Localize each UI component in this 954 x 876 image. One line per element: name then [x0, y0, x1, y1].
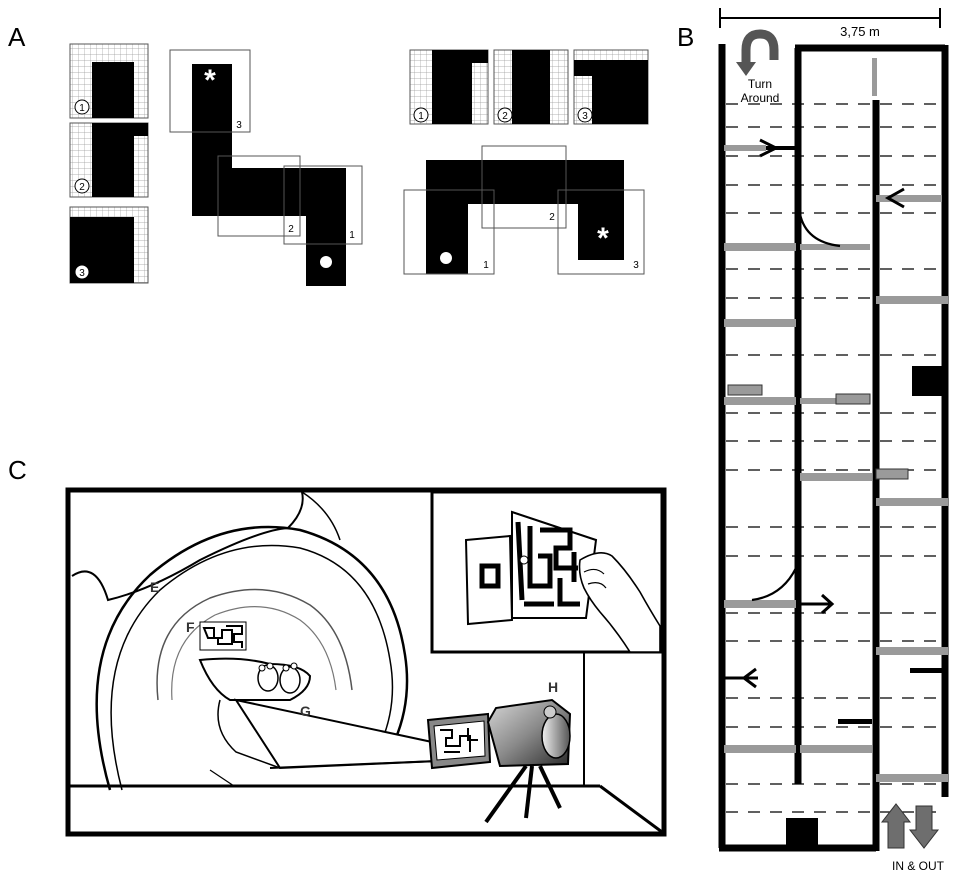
- label-f: F: [186, 619, 195, 635]
- turn-label-line1: Turn: [748, 77, 772, 91]
- floor-dashes: [726, 104, 946, 812]
- inset-hand-maze: [432, 492, 662, 652]
- tile-right-3: 3: [574, 50, 648, 124]
- video-camera: [486, 700, 570, 822]
- tile-left-2: 2: [70, 123, 148, 197]
- tile-number: 2: [549, 212, 555, 223]
- start-marker: *: [204, 64, 216, 97]
- tile-right-2: 2: [494, 50, 568, 124]
- tile-number: 2: [502, 111, 508, 122]
- tile-number: 1: [483, 260, 489, 271]
- tile-left-3: 3: [70, 207, 148, 283]
- tile-number: 1: [418, 111, 424, 122]
- in-out-icon: IN & OUT: [882, 804, 945, 873]
- panel-c-scanner-scene: E F G H: [68, 490, 664, 834]
- panel-b-corridor: 3,75 m: [719, 8, 948, 873]
- turn-label-line2: Around: [741, 91, 780, 105]
- tile-number: 3: [582, 111, 588, 122]
- gray-barriers: [724, 58, 948, 782]
- width-label: 3,75 m: [840, 24, 880, 39]
- assembled-path-left: * 3 2 1: [170, 50, 362, 286]
- tile-number: 1: [349, 230, 355, 241]
- tile-number: 3: [79, 268, 85, 279]
- tile-left-1: 1: [70, 44, 148, 118]
- turn-around-icon: Turn Around: [736, 34, 779, 105]
- tile-number: 1: [79, 103, 85, 114]
- label-g: G: [300, 703, 311, 719]
- label-e: E: [150, 579, 159, 595]
- tile-number: 3: [236, 120, 242, 131]
- up-arrow-icon: [882, 804, 910, 848]
- corridor-walls: [719, 44, 945, 851]
- assembled-path-right: * 1 2 3: [404, 146, 644, 274]
- start-marker: *: [597, 222, 609, 255]
- tile-number: 3: [633, 260, 639, 271]
- bore-maze: [200, 622, 246, 650]
- black-markers: [766, 146, 944, 848]
- tile-number: 2: [288, 224, 294, 235]
- tablet-screen: [428, 714, 490, 768]
- entrance-label: IN & OUT: [892, 859, 945, 873]
- label-h: H: [548, 679, 558, 695]
- tile-number: 2: [79, 182, 85, 193]
- tile-right-1: 1: [410, 50, 488, 124]
- panel-a-tiles: 1 2 3 * 3 2 1: [70, 44, 648, 286]
